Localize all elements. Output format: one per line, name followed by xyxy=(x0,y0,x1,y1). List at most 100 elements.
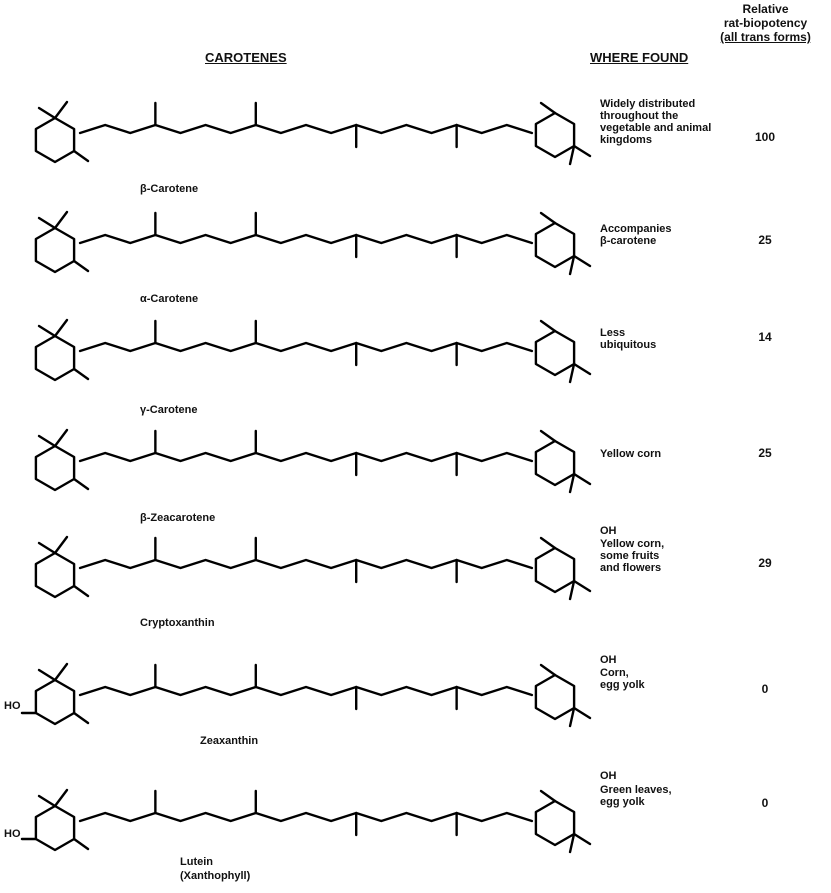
polyene-chain xyxy=(78,341,534,353)
where-line: β-carotene xyxy=(600,235,657,247)
methyl-line xyxy=(539,536,557,550)
where-found-beta-zeacarotene: Yellow corn xyxy=(600,448,661,460)
right-ring xyxy=(534,329,576,377)
where-line: some fruits xyxy=(600,550,660,562)
methyl-line xyxy=(572,144,592,158)
where-found-beta-carotene: Widely distributed throughout the vegeta… xyxy=(600,98,711,146)
methyl-line xyxy=(568,706,576,728)
polyene-chain xyxy=(78,685,534,697)
hydroxyl-label-zeaxanthin: OH xyxy=(600,654,617,666)
potency-lutein: 0 xyxy=(761,796,769,810)
potency-cryptoxanthin: 29 xyxy=(758,556,772,570)
potency-header-line2: rat-biopotency xyxy=(723,16,808,30)
left-ring xyxy=(34,804,76,852)
methyl-line xyxy=(72,837,90,851)
where-line: Accompanies xyxy=(600,223,672,235)
left-ring xyxy=(34,678,76,726)
where-line: throughout the xyxy=(600,110,679,122)
methyl-line xyxy=(53,662,69,682)
right-ring xyxy=(534,546,576,594)
where-line: Green leaves, xyxy=(600,784,672,796)
carotenes-header: CAROTENES xyxy=(205,50,287,65)
methyl-line xyxy=(568,472,576,494)
compound-alt-name-lutein: (Xanthophyll) xyxy=(180,870,251,882)
compound-name-cryptoxanthin: Cryptoxanthin xyxy=(140,617,215,629)
methyl-line xyxy=(72,584,90,598)
left-ring xyxy=(34,444,76,492)
where-line: Yellow corn xyxy=(600,448,662,460)
potency-zeaxanthin: 0 xyxy=(761,682,769,696)
polyene-chain xyxy=(78,558,534,570)
methyl-line xyxy=(37,668,57,682)
methyl-line xyxy=(568,579,576,601)
potency-alpha-carotene: 25 xyxy=(758,233,772,247)
right-ring xyxy=(534,111,576,159)
polyene-chain xyxy=(78,233,534,245)
polyene-chain xyxy=(78,811,534,823)
methyl-line xyxy=(539,211,557,225)
methyl-line xyxy=(53,100,69,120)
left-ring xyxy=(34,551,76,599)
where-line: Widely distributed xyxy=(600,98,696,110)
methyl-line xyxy=(539,663,557,677)
compound-name-zeaxanthin: Zeaxanthin xyxy=(200,735,259,747)
methyl-line xyxy=(37,794,57,808)
where-line: egg yolk xyxy=(600,679,645,691)
methyl-line xyxy=(572,832,592,846)
methyl-line xyxy=(37,216,57,230)
where-found-cryptoxanthin: Yellow corn, some fruits and flowers xyxy=(600,538,664,574)
right-ring xyxy=(534,439,576,487)
left-ring xyxy=(34,226,76,274)
where-found-header: WHERE FOUND xyxy=(590,50,689,65)
compound-name-beta-zeacarotene: β-Zeacarotene xyxy=(140,512,216,524)
methyl-line xyxy=(539,429,557,443)
where-found-zeaxanthin: Corn, egg yolk xyxy=(600,667,645,691)
methyl-line xyxy=(572,579,592,593)
where-line: Yellow corn, xyxy=(600,538,665,550)
methyl-line xyxy=(53,210,69,230)
methyl-line xyxy=(539,319,557,333)
methyl-line xyxy=(539,101,557,115)
methyl-line xyxy=(53,428,69,448)
methyl-line xyxy=(37,434,57,448)
hydroxyl-label-cryptoxanthin: OH xyxy=(600,525,617,537)
methyl-line xyxy=(572,254,592,268)
where-found-gamma-carotene: Less ubiquitous xyxy=(600,327,656,351)
right-ring xyxy=(534,799,576,847)
molecule-drawings xyxy=(20,100,592,854)
methyl-line xyxy=(37,106,57,120)
where-line: and flowers xyxy=(600,562,662,574)
where-line: ubiquitous xyxy=(600,339,657,351)
methyl-line xyxy=(72,259,90,273)
potency-header-line1: Relative xyxy=(742,2,789,16)
left-ring xyxy=(34,116,76,164)
methyl-line xyxy=(539,789,557,803)
where-line: kingdoms xyxy=(600,134,652,146)
compound-name-alpha-carotene: α-Carotene xyxy=(140,293,199,305)
methyl-line xyxy=(53,535,69,555)
compound-name-lutein: Lutein xyxy=(180,856,213,868)
polyene-chain xyxy=(78,451,534,463)
methyl-line xyxy=(37,324,57,338)
hydroxyl-left-label-lutein: HO xyxy=(4,828,21,840)
where-line: vegetable and animal xyxy=(600,122,712,134)
hydroxyl-left-label-zeaxanthin: HO xyxy=(4,700,21,712)
where-found-alpha-carotene: Accompanies β-carotene xyxy=(600,223,672,247)
right-ring xyxy=(534,221,576,269)
methyl-line xyxy=(572,472,592,486)
methyl-line xyxy=(53,318,69,338)
compound-name-beta-carotene: β-Carotene xyxy=(140,183,199,195)
potency-beta-zeacarotene: 25 xyxy=(758,446,772,460)
methyl-line xyxy=(568,144,576,166)
polyene-chain xyxy=(78,123,534,135)
methyl-line xyxy=(568,362,576,384)
methyl-line xyxy=(568,832,576,854)
methyl-line xyxy=(53,788,69,808)
methyl-line xyxy=(72,367,90,381)
methyl-line xyxy=(568,254,576,276)
potency-header-line3: (all trans forms) xyxy=(720,30,811,44)
left-ring xyxy=(34,334,76,382)
where-line: Less xyxy=(600,327,626,339)
potency-beta-carotene: 100 xyxy=(754,130,776,144)
